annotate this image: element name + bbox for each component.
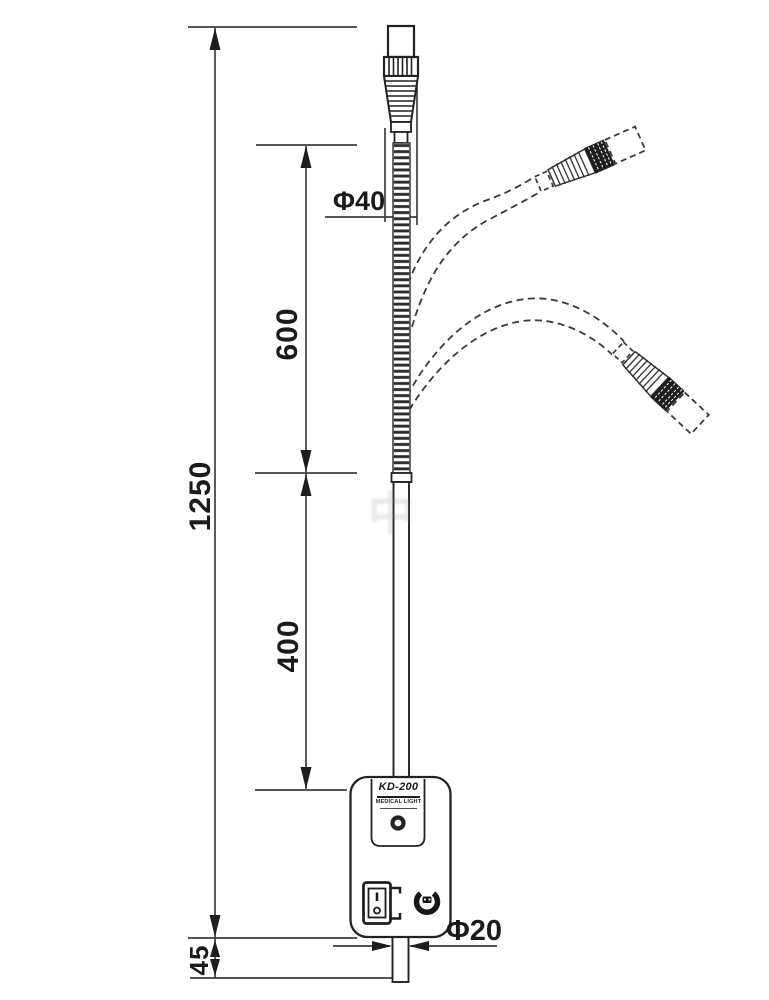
switch-prongs [390,886,402,920]
arrow-down-600 [300,450,312,472]
dimension-arrows [209,28,429,976]
label-rigid-section: 400 [272,619,305,673]
gooseneck-flex-tube [392,142,411,474]
base-caption-text: MEDICAL LIGHT [375,799,422,805]
cone-ribs [384,80,418,117]
label-total-height: 1250 [184,460,217,532]
base-model-text: KD-200 [372,781,425,794]
indicator-led [390,815,406,831]
lamp-head [382,24,420,144]
brand-logo-icon [413,891,441,915]
arrow-up-400 [300,474,312,496]
model-number: KD-200 [378,781,419,793]
head-step [390,121,412,133]
arrow-up-1250 [209,28,221,50]
dimension-lines [188,26,497,979]
label-head-diameter: Φ40 [332,186,386,216]
head-ribbed-cone [382,75,420,123]
label-base-offset: 45 [184,944,214,976]
arrow-down-400 [300,767,312,789]
label-divider-line [377,796,420,798]
switch-off-mark [373,906,381,915]
arrow-down-45 [210,959,220,976]
arrow-up-600 [300,146,312,168]
head-cap [386,24,416,59]
watermark: 中 [368,488,414,540]
flex-arm-lower [397,297,625,431]
flex-arm-upper [407,176,542,328]
flex-arm-upper-head [533,125,647,193]
arrow-up-45 [210,940,220,957]
pole-lower [391,936,410,983]
arrow-right-phi20 [372,941,392,951]
head-tip [393,131,409,144]
flex-arm-lower-head [611,340,711,436]
label-flex-section: 600 [271,307,304,361]
caption-divider-line [380,808,417,809]
base-label-panel [370,779,426,847]
arrow-down-1250 [209,915,221,937]
label-pole-diameter: Φ20 [445,915,503,947]
arrow-left-phi20 [409,941,429,951]
power-switch[interactable] [362,881,402,925]
base-unit [349,775,452,939]
knurl-lines [388,58,413,75]
